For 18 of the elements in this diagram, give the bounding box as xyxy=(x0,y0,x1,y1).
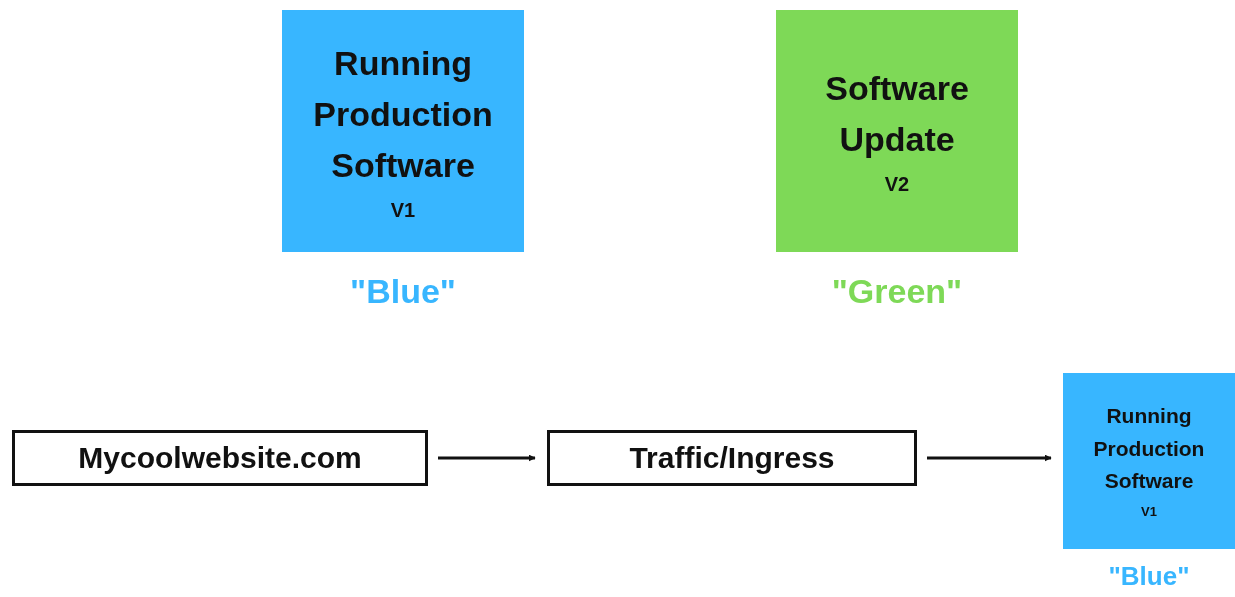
version-label: V1 xyxy=(390,197,416,223)
process-box xyxy=(12,430,428,486)
color-label: "Green" xyxy=(830,272,964,311)
arrow xyxy=(927,454,1052,462)
box-title: Software Update xyxy=(824,68,970,160)
version-label: V2 xyxy=(884,172,910,197)
box-title: Traffic/Ingress xyxy=(629,440,835,476)
colored-box xyxy=(1063,373,1235,549)
colored-box xyxy=(776,10,1018,252)
box-title: Running Production Software xyxy=(312,42,494,186)
color-label: "Blue" xyxy=(349,272,457,311)
colored-box xyxy=(282,10,524,252)
process-box xyxy=(547,430,917,486)
color-label: "Blue" xyxy=(1107,561,1191,592)
box-title: Mycoolwebsite.com xyxy=(78,440,362,476)
box-title: Running Production Software xyxy=(1092,403,1206,495)
version-label: V1 xyxy=(1141,502,1157,521)
arrow xyxy=(438,454,536,462)
